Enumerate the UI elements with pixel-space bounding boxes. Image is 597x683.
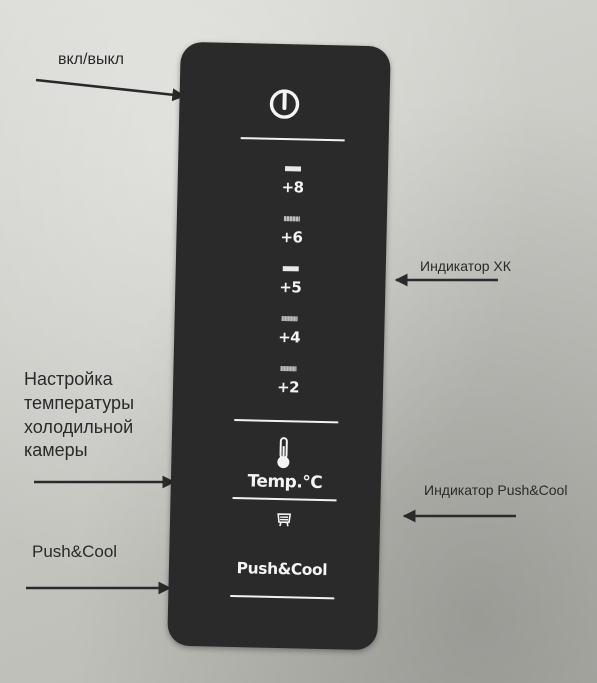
level-bar xyxy=(281,316,298,322)
label-push-cool: Push&Cool xyxy=(32,542,118,561)
level-bar xyxy=(280,366,297,372)
level-indicator-4: +4 xyxy=(274,316,305,347)
power-button-icon[interactable] xyxy=(267,86,302,121)
label-temp-setting-line-3: холодильной xyxy=(24,416,134,437)
level-indicator-6: +6 xyxy=(276,216,307,247)
control-panel: +8 +6 +5 +4 +2 Temp.°C Push&Cool xyxy=(167,41,391,651)
level-label: +5 xyxy=(279,277,302,297)
push-cool-icon xyxy=(277,513,292,527)
level-indicator-5: +5 xyxy=(275,266,306,297)
divider-lower xyxy=(232,496,337,502)
label-temp-setting: Настройка температуры холодильной камеры xyxy=(24,368,134,463)
label-temp-setting-line-2: температуры xyxy=(24,392,135,413)
level-label: +2 xyxy=(276,377,300,397)
level-bar xyxy=(283,216,300,222)
label-temp-setting-line-1: Настройка xyxy=(24,369,113,389)
level-label: +4 xyxy=(277,327,301,347)
push-cool-button[interactable]: Push&Cool xyxy=(236,559,328,580)
level-indicator-2: +2 xyxy=(273,366,304,397)
divider-top xyxy=(240,137,345,142)
label-indicator-push-cool: Индикатор Push&Cool xyxy=(424,482,568,498)
label-power: вкл/выкл xyxy=(58,51,124,68)
level-label: +6 xyxy=(280,228,303,247)
level-indicator-8: +8 xyxy=(277,166,308,197)
temp-button[interactable]: Temp.°C xyxy=(247,471,323,494)
arrow-power xyxy=(35,78,186,102)
label-temp-setting-line-4: камеры xyxy=(24,440,88,461)
level-bar xyxy=(282,266,299,272)
divider-middle xyxy=(234,419,339,424)
level-label: +8 xyxy=(281,178,304,197)
thermometer-icon xyxy=(277,437,290,469)
divider-bottom xyxy=(230,594,335,600)
label-indicator-xk: Индикатор ХК xyxy=(420,258,511,274)
level-bar xyxy=(284,166,302,172)
